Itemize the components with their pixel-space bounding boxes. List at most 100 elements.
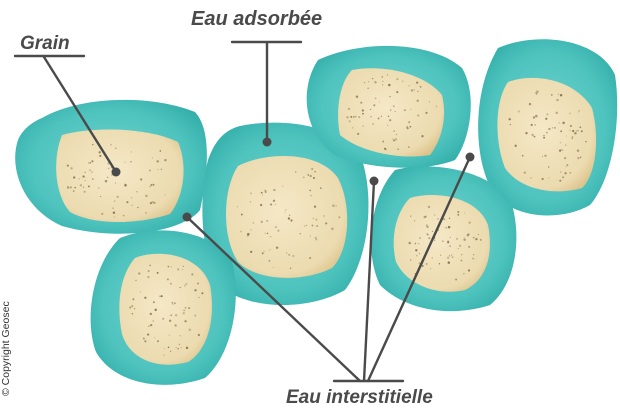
soil-particles [15, 39, 617, 385]
grain-speckle [100, 196, 101, 197]
grain-speckle [421, 135, 423, 137]
grain-speckle [410, 126, 412, 128]
grain-speckle [273, 189, 275, 191]
grain-speckle [410, 109, 411, 110]
grain-speckle [432, 231, 433, 232]
grain-speckle [437, 218, 439, 220]
grain-speckle [420, 86, 422, 88]
interstitial-water-label: Eau interstitielle [286, 387, 433, 409]
grain-speckle [272, 267, 273, 268]
grain-speckle [415, 243, 417, 245]
grain-speckle [463, 273, 464, 274]
grain-speckle [457, 214, 459, 216]
grain-speckle [530, 177, 531, 178]
grain-speckle [125, 183, 126, 184]
grain-speckle [183, 266, 184, 267]
grain-speckle [135, 280, 136, 281]
grain-speckle [316, 239, 318, 241]
grain-speckle [286, 252, 287, 253]
grain-speckle [529, 103, 531, 105]
grain-speckle [456, 238, 458, 240]
grain-speckle [315, 237, 317, 239]
grain-speckle [164, 159, 166, 161]
interstitial-pointer-dot-1 [183, 213, 192, 222]
grain-speckle [367, 88, 368, 89]
grain-speckle [147, 334, 149, 336]
grain-speckle [393, 105, 395, 107]
grain-speckle [124, 162, 125, 163]
grain-speckle [73, 190, 75, 192]
grain-speckle [522, 155, 524, 157]
grain-speckle [332, 205, 334, 207]
grain-speckle [150, 202, 152, 204]
grain-speckle [480, 239, 482, 241]
grain-speckle [185, 307, 187, 309]
grain-speckle [370, 109, 371, 110]
grain-speckle [182, 269, 183, 270]
grain-speckle [382, 81, 383, 82]
grain-speckle [417, 115, 419, 117]
grain-speckle [349, 120, 351, 122]
grain-speckle [247, 234, 249, 236]
grain-speckle [473, 254, 474, 255]
grain-speckle [450, 237, 451, 238]
soil-particle [371, 166, 516, 311]
grain-speckle [149, 265, 150, 266]
grain-speckle [548, 177, 549, 178]
grain-speckle [430, 268, 431, 269]
grain-speckle [174, 324, 176, 326]
grain-speckle [108, 168, 110, 170]
grain-speckle [143, 338, 145, 340]
grain-speckle [84, 191, 86, 193]
interstitial-pointer-dot-2 [370, 177, 379, 186]
grain-speckle [153, 301, 155, 303]
grain-speckle [548, 128, 550, 130]
grain-speckle [531, 134, 533, 136]
grain-speckle [331, 228, 334, 231]
grain-speckle [396, 91, 398, 93]
grain-speckle [314, 205, 316, 207]
grain-speckle [179, 344, 180, 345]
grain-speckle [452, 256, 454, 258]
grain-speckle [548, 166, 549, 167]
grain-speckle [290, 219, 292, 221]
grain-speckle [113, 212, 115, 214]
grain-speckle [168, 346, 170, 348]
grain-speckle [525, 132, 527, 134]
grain-speckle [535, 92, 536, 93]
grain-speckle [535, 115, 538, 118]
grain-speckle [138, 272, 140, 274]
grain-speckle [149, 186, 150, 187]
copyright-notice: © Copyright Geosec [0, 301, 12, 396]
grain-speckle [150, 313, 152, 315]
grain-speckle [82, 175, 84, 177]
grain-speckle [372, 78, 373, 79]
grain-speckle [114, 200, 116, 202]
grain-speckle [170, 351, 171, 352]
grain-speckle [269, 249, 270, 250]
grain-speckle [90, 162, 91, 163]
grain-pointer-dot [112, 168, 121, 177]
grain-speckle [428, 206, 430, 208]
grain-speckle [564, 157, 566, 159]
grain-speckle [447, 257, 449, 259]
grain-speckle [572, 138, 573, 139]
grain-speckle [140, 178, 142, 180]
grain-speckle [163, 354, 164, 355]
grain-speckle [411, 89, 413, 91]
grain-speckle [374, 81, 376, 83]
grain-speckle [154, 337, 155, 338]
grain-speckle [389, 96, 390, 97]
grain [56, 130, 183, 222]
grain-speckle [266, 220, 268, 222]
grain-speckle [362, 109, 364, 111]
grain-speckle [157, 169, 158, 170]
grain-speckle [418, 243, 419, 244]
grain-speckle [288, 254, 290, 256]
grain-speckle [350, 116, 352, 118]
grain-speckle [375, 98, 377, 100]
grain-speckle [382, 84, 383, 85]
grain-speckle [552, 127, 553, 128]
grain-speckle [295, 171, 296, 172]
grain-speckle [110, 144, 111, 145]
